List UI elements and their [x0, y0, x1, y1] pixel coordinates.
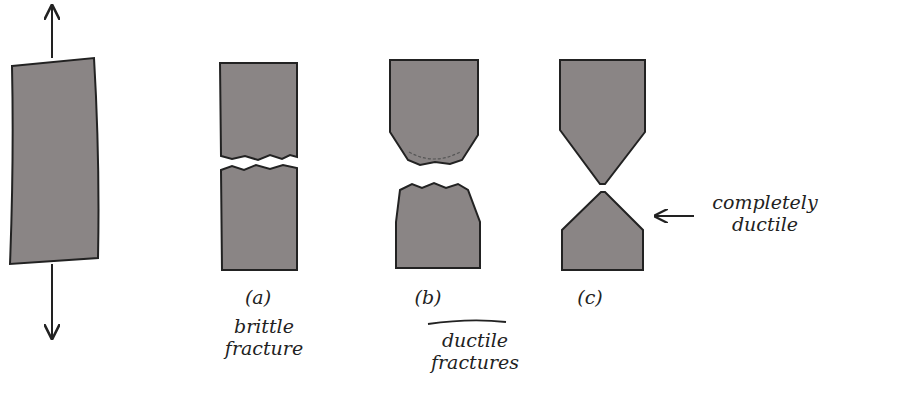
ductile-lower-piece [396, 183, 480, 268]
brittle-lower-piece [221, 165, 297, 270]
caption-label: brittle fracture [218, 316, 310, 360]
cup-rim [409, 152, 460, 159]
tensile-specimen [10, 58, 99, 264]
callout-letter: (a) [228, 287, 288, 309]
point-lower-piece [562, 192, 643, 270]
note-label: completely ductile [700, 192, 830, 236]
load-arrow [51, 264, 53, 338]
callout-letter: (b) [398, 287, 458, 309]
brittle-upper-piece [220, 63, 297, 160]
leader-arrow [655, 215, 694, 217]
caption-label: ductile fractures [420, 330, 530, 374]
group-line [428, 320, 506, 324]
point-upper-piece [560, 60, 645, 184]
callout-letter: (c) [560, 287, 620, 309]
load-arrow [51, 6, 53, 58]
ductile-upper-piece [390, 60, 478, 165]
